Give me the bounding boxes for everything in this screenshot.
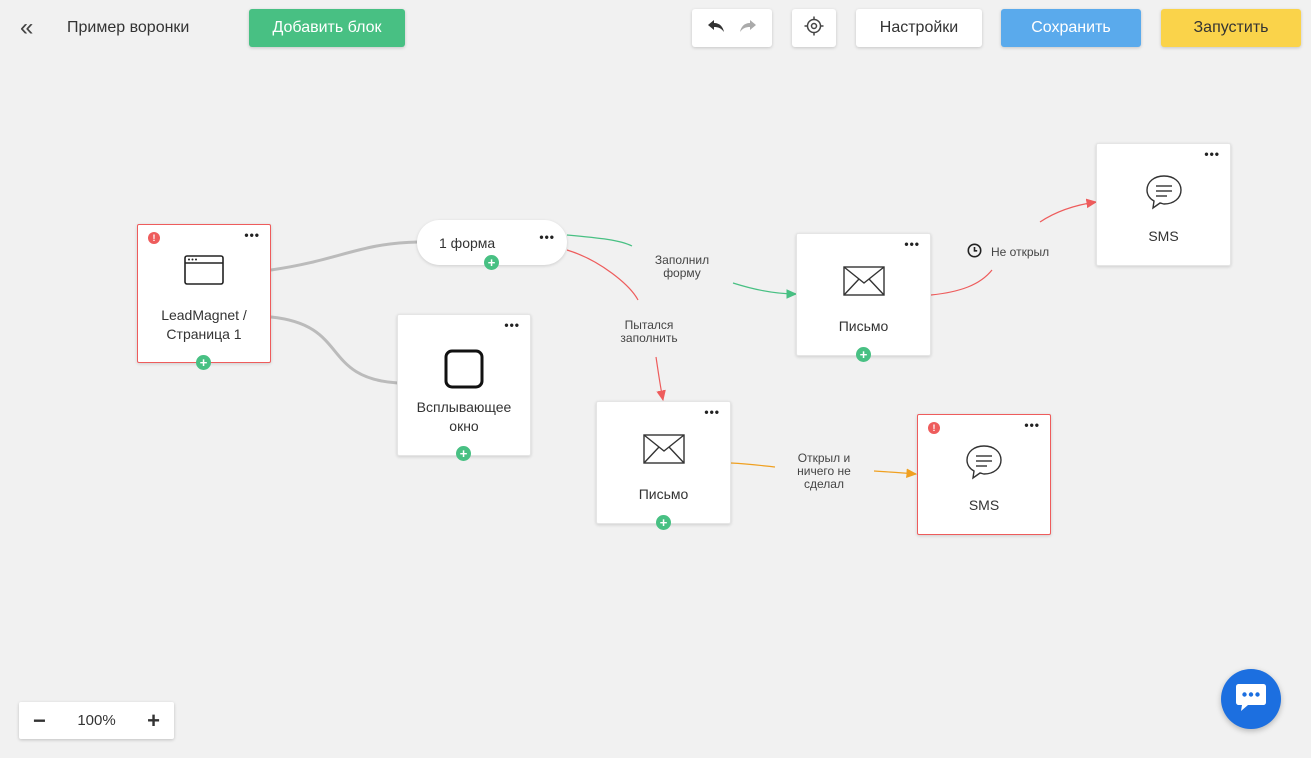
node-sms-top[interactable]: ••• SMS — [1096, 143, 1231, 266]
link-leadmagnet-popup — [270, 315, 399, 385]
node-menu-icon[interactable]: ••• — [704, 405, 720, 419]
node-menu-icon[interactable]: ••• — [539, 230, 555, 244]
node-menu-icon[interactable]: ••• — [244, 228, 260, 242]
edge-label-line: Пытался — [624, 318, 674, 332]
node-popup[interactable]: ••• Всплывающее окно — [397, 314, 531, 456]
node-label: 1 форма — [439, 235, 496, 251]
chat-bubble-icon — [965, 444, 1003, 485]
link-form-email-bottom-b — [655, 356, 666, 402]
link-email-bottom-sms-bottom-b — [873, 468, 918, 479]
edge-label-line: сделал — [804, 477, 844, 491]
envelope-icon — [642, 434, 685, 469]
undo-redo-group — [692, 9, 772, 47]
node-label: Письмо — [638, 486, 689, 502]
link-form-email-top-a — [566, 234, 633, 247]
zoom-in-button[interactable]: + — [147, 707, 160, 733]
redo-icon[interactable] — [739, 19, 757, 38]
edge-label-line: форму — [663, 266, 701, 280]
chat-widget-button[interactable] — [1221, 669, 1281, 729]
edge-label-line: Открыл и — [797, 451, 851, 465]
zoom-control: − 100% + — [19, 702, 174, 739]
edge-label-not-opened: Не открыл — [967, 243, 1067, 261]
node-label: Страница 1 — [166, 326, 242, 342]
add-next-button[interactable]: + — [856, 347, 871, 362]
node-label: LeadMagnet / — [161, 307, 247, 323]
edge-label-line: заполнить — [620, 331, 678, 345]
zoom-out-button[interactable]: − — [33, 707, 46, 733]
clock-icon — [967, 243, 982, 261]
node-menu-icon[interactable]: ••• — [904, 237, 920, 251]
edge-label-line: Не открыл — [991, 244, 1050, 259]
node-email-top[interactable]: ••• Письмо — [796, 233, 931, 356]
crosshair-icon — [804, 16, 824, 41]
error-icon: ! — [148, 232, 160, 244]
link-email-top-sms-top-b — [1039, 198, 1098, 223]
square-icon — [444, 349, 484, 394]
node-menu-icon[interactable]: ••• — [504, 318, 520, 332]
node-label: Всплывающее — [416, 399, 512, 415]
edge-label-tried: Пытался заполнить — [612, 319, 686, 345]
link-email-bottom-sms-bottom-a — [730, 462, 776, 468]
browser-window-icon — [184, 255, 224, 290]
add-next-button[interactable]: + — [456, 446, 471, 461]
edge-label-line: Заполнил — [654, 253, 710, 267]
add-next-button[interactable]: + — [656, 515, 671, 530]
node-label: окно — [449, 418, 479, 434]
link-form-email-bottom-a — [566, 249, 639, 301]
node-sms-bottom[interactable]: ! ••• SMS — [917, 414, 1051, 535]
collapse-back-icon[interactable]: « — [20, 14, 34, 41]
link-form-email-top-b — [732, 282, 798, 299]
node-menu-icon[interactable]: ••• — [1204, 147, 1220, 161]
node-menu-icon[interactable]: ••• — [1024, 418, 1040, 432]
funnel-title: Пример воронки — [67, 19, 190, 36]
edge-label-line: ничего не — [797, 464, 851, 478]
run-button[interactable]: Запустить — [1161, 9, 1301, 47]
add-next-button[interactable]: + — [196, 355, 211, 370]
add-next-button[interactable]: + — [484, 255, 499, 270]
edge-label-opened: Открыл и ничего не сделал — [782, 452, 866, 491]
node-leadmagnet[interactable]: ! ••• LeadMagnet / Страница 1 — [137, 224, 271, 363]
node-email-bottom[interactable]: ••• Письмо — [596, 401, 731, 524]
link-leadmagnet-form — [270, 240, 419, 272]
add-block-button[interactable]: Добавить блок — [249, 9, 405, 47]
save-button[interactable]: Сохранить — [1001, 9, 1141, 47]
zoom-level: 100% — [77, 712, 116, 729]
envelope-icon — [842, 266, 885, 301]
node-label: SMS — [1148, 228, 1179, 244]
center-view-button[interactable] — [792, 9, 836, 47]
error-icon: ! — [928, 422, 940, 434]
node-label: SMS — [968, 497, 1000, 513]
node-label: Письмо — [838, 318, 889, 334]
settings-button[interactable]: Настройки — [856, 9, 982, 47]
link-email-top-sms-top-a — [930, 269, 993, 296]
chat-icon — [1235, 682, 1267, 717]
undo-icon[interactable] — [707, 19, 725, 38]
chat-bubble-icon — [1145, 174, 1183, 215]
edge-label-filled-form: Заполнил форму — [645, 254, 719, 280]
